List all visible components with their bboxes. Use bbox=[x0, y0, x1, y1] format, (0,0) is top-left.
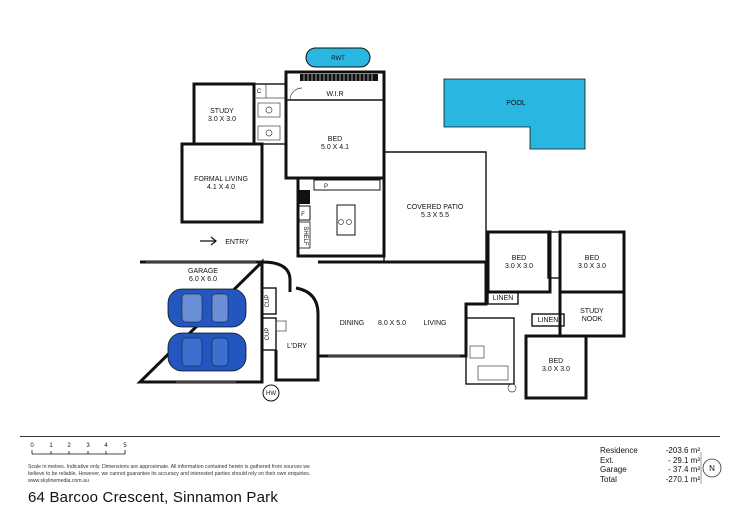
p-label: P bbox=[324, 184, 328, 190]
living-label: LIVING bbox=[424, 320, 447, 327]
living-dim: 8.0 X 5.0 bbox=[378, 320, 406, 327]
bed-4-label: BED bbox=[549, 358, 563, 365]
disclaimer-line-1: Scale in metres. Indicative only. Dimens… bbox=[28, 464, 310, 470]
area-value: -270.1 m² bbox=[665, 474, 700, 484]
hot-water-unit bbox=[262, 384, 280, 402]
entry-label: ENTRY bbox=[225, 239, 249, 246]
cup-1-label: CUP bbox=[265, 295, 271, 308]
scale-tick-1: 1 bbox=[49, 443, 53, 449]
f-label: F bbox=[301, 212, 305, 218]
wir-label: W.I.R bbox=[326, 91, 343, 98]
area-row-garage: Garage - 37.4 m² bbox=[600, 465, 700, 475]
formal-living-label: FORMAL LIVING bbox=[194, 176, 248, 183]
dining-label: DINING bbox=[340, 320, 365, 327]
laundry-room bbox=[274, 286, 320, 382]
area-value: -203.6 m² bbox=[665, 446, 700, 455]
bathroom bbox=[465, 317, 515, 385]
study-nook-label-1: STUDY bbox=[580, 308, 604, 315]
linen-1 bbox=[487, 291, 519, 305]
scale-tick-2: 2 bbox=[67, 443, 71, 449]
cup-2-label: CUP bbox=[265, 328, 271, 341]
area-row-residence: Residence -203.6 m² bbox=[600, 446, 700, 456]
footer-divider bbox=[20, 436, 720, 437]
hw-label: HW bbox=[266, 391, 276, 397]
area-row-ext: Ext. - 29.1 m² bbox=[600, 456, 700, 466]
area-row-total: Total -270.1 m² bbox=[600, 475, 700, 485]
garage-dim: 6.0 X 6.0 bbox=[189, 276, 217, 283]
bed-main-label: BED bbox=[328, 136, 342, 143]
bed-2-room bbox=[486, 230, 552, 294]
scale-tick-3: 3 bbox=[86, 443, 90, 449]
formal-living-dim: 4.1 X 4.0 bbox=[207, 184, 235, 191]
formal-living-room bbox=[180, 142, 264, 224]
c-label: C bbox=[257, 89, 262, 95]
disclaimer-website: www.skylinemedia.com.au bbox=[28, 477, 89, 484]
hall-bath bbox=[547, 231, 561, 279]
linen-2-label: LINEN bbox=[538, 317, 559, 324]
pool-label: POOL bbox=[506, 100, 526, 107]
disclaimer-line-2: believe to be reliable. However, we cann… bbox=[28, 470, 311, 477]
disclaimer-text: Scale in metres. Indicative only. Dimens… bbox=[28, 464, 358, 484]
study-label: STUDY bbox=[210, 108, 234, 115]
bed-4-room bbox=[524, 334, 588, 400]
linen-2 bbox=[531, 313, 565, 327]
scale-tick-4: 4 bbox=[104, 443, 108, 449]
covered-patio-dim: 5.3 X 5.5 bbox=[421, 212, 449, 219]
compass-n-label: N bbox=[709, 464, 715, 473]
study-nook bbox=[558, 290, 626, 338]
north-compass-icon: N bbox=[700, 452, 722, 484]
rainwater-tank bbox=[305, 47, 371, 68]
scale-bar: 0 1 2 3 4 5 bbox=[30, 443, 127, 455]
bed-4-dim: 3.0 X 3.0 bbox=[542, 366, 570, 373]
garage-label: GARAGE bbox=[188, 268, 218, 275]
study-dim: 3.0 X 3.0 bbox=[208, 116, 236, 123]
area-value: - 29.1 m² bbox=[667, 455, 700, 465]
laundry-label: L'DRY bbox=[287, 343, 307, 350]
property-address: 64 Barcoo Crescent, Sinnamon Park bbox=[28, 489, 279, 506]
area-value: - 37.4 m² bbox=[667, 465, 700, 474]
pool bbox=[443, 78, 586, 150]
ov-label: OV bbox=[302, 196, 311, 202]
covered-patio-label: COVERED PATIO bbox=[407, 204, 464, 211]
living-dining-room bbox=[318, 260, 488, 358]
area-summary: Residence -203.6 m² Ext. - 29.1 m² Garage -… bbox=[600, 446, 700, 484]
area-label: Residence bbox=[600, 446, 638, 455]
shelf-label: SHELF bbox=[302, 226, 308, 246]
area-label: Garage bbox=[600, 465, 627, 474]
study-nook-label-2: NOOK bbox=[582, 316, 603, 323]
bed-3-label: BED bbox=[585, 255, 599, 262]
cupboard-1 bbox=[261, 287, 277, 315]
bed-2-dim: 3.0 X 3.0 bbox=[505, 263, 533, 270]
rwt-label: RWT bbox=[331, 56, 345, 62]
bed-2-label: BED bbox=[512, 255, 526, 262]
bed-main-dim: 5.0 X 4.1 bbox=[321, 144, 349, 151]
scale-tick-5: 5 bbox=[123, 443, 127, 449]
bed-3-room bbox=[558, 230, 626, 294]
cupboard-2 bbox=[261, 317, 277, 351]
car-top bbox=[167, 288, 247, 328]
linen-1-label: LINEN bbox=[493, 295, 514, 302]
area-label: Ext. bbox=[600, 455, 614, 465]
car-bottom bbox=[167, 332, 247, 372]
scale-tick-0: 0 bbox=[30, 443, 34, 449]
bed-3-dim: 3.0 X 3.0 bbox=[578, 263, 606, 270]
area-label: Total bbox=[600, 474, 617, 484]
